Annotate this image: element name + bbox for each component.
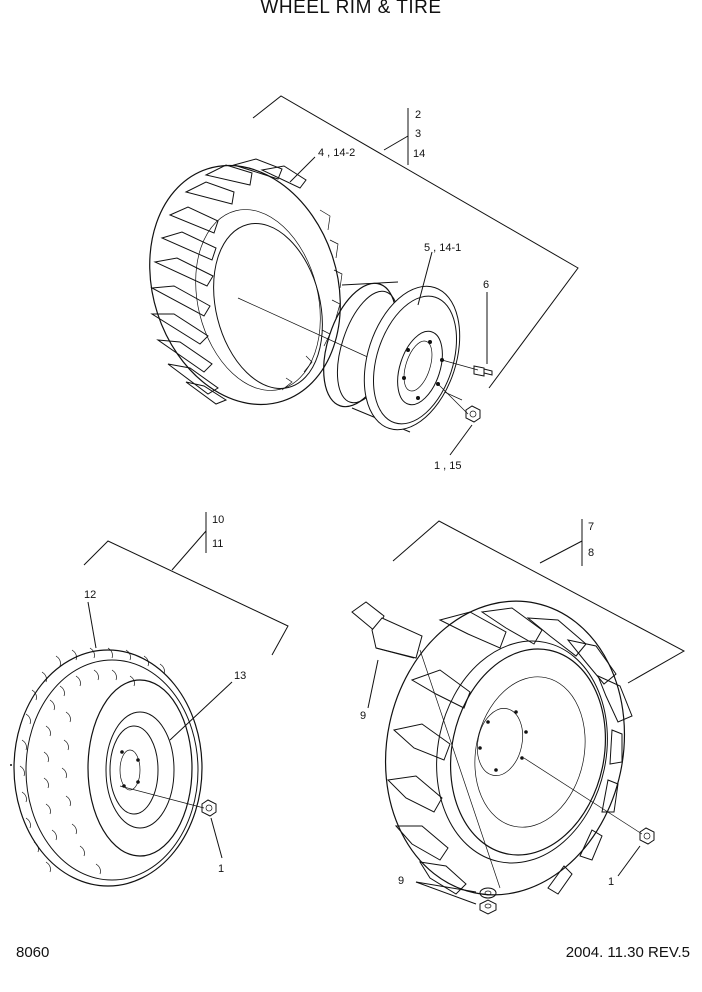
label-13: 13 bbox=[234, 670, 246, 682]
label-11: 11 bbox=[212, 538, 223, 550]
wheel-bolt bbox=[441, 359, 493, 377]
left-assembly: 10 11 bbox=[13, 512, 289, 887]
label-6: 6 bbox=[483, 279, 489, 291]
nut-left-leader bbox=[210, 817, 223, 859]
bottom-9-leader-b bbox=[415, 881, 477, 905]
tire-track-segmented bbox=[384, 600, 633, 896]
top-assembly-bracket bbox=[252, 95, 579, 389]
label-7: 7 bbox=[588, 521, 594, 533]
top-ref-leader bbox=[383, 135, 409, 151]
tire-top-leader bbox=[289, 156, 316, 183]
date-revision: 2004. 11.30 REV.5 bbox=[565, 944, 690, 961]
tread-block bbox=[351, 601, 501, 889]
label-14: 14 bbox=[413, 148, 425, 160]
tire-left-leader bbox=[87, 601, 97, 649]
label-1-15: 1 , 15 bbox=[434, 460, 462, 472]
label-8: 8 bbox=[588, 547, 594, 559]
label-9-top: 9 bbox=[360, 710, 366, 722]
right-ref-leader bbox=[539, 540, 583, 564]
right-assembly: 7 8 bbox=[351, 519, 686, 915]
rim-left bbox=[105, 711, 175, 829]
wheel-nut-left bbox=[201, 799, 217, 817]
label-10: 10 bbox=[212, 514, 224, 526]
nut-right-leader bbox=[617, 845, 641, 877]
wheel-nut-right bbox=[639, 827, 655, 845]
label-2: 2 bbox=[415, 109, 421, 121]
label-4-14-2: 4 , 14-2 bbox=[318, 147, 355, 159]
right-assembly-bracket bbox=[392, 520, 686, 684]
label-3: 3 bbox=[415, 128, 421, 140]
label-5-14-1: 5 , 14-1 bbox=[424, 242, 461, 254]
left-axis-line bbox=[119, 785, 205, 809]
bottom-9-leader-a bbox=[415, 881, 477, 893]
block-leader bbox=[367, 659, 379, 709]
tire-lug-tread bbox=[149, 158, 343, 406]
rim-top bbox=[323, 281, 461, 433]
top-assembly: 2 3 14 bbox=[149, 95, 579, 472]
nut-top-leader bbox=[449, 424, 473, 456]
tire-pneumatic bbox=[13, 647, 203, 887]
wheel-nut-top bbox=[437, 383, 481, 423]
label-9-bottom: 9 bbox=[398, 875, 404, 887]
label-1-left: 1 bbox=[218, 863, 224, 875]
left-assembly-bracket bbox=[83, 540, 289, 656]
rim-left-leader bbox=[169, 681, 233, 741]
right-axis-line bbox=[523, 757, 643, 835]
left-ref-leader bbox=[171, 530, 207, 571]
label-1-right: 1 bbox=[608, 876, 614, 888]
page-title: WHEEL RIM & TIRE bbox=[260, 0, 442, 18]
label-12: 12 bbox=[84, 589, 96, 601]
stray-dot bbox=[10, 764, 12, 766]
washer-and-nut bbox=[479, 887, 497, 915]
rim-top-leader bbox=[417, 251, 433, 306]
page-code: 8060 bbox=[16, 944, 50, 961]
